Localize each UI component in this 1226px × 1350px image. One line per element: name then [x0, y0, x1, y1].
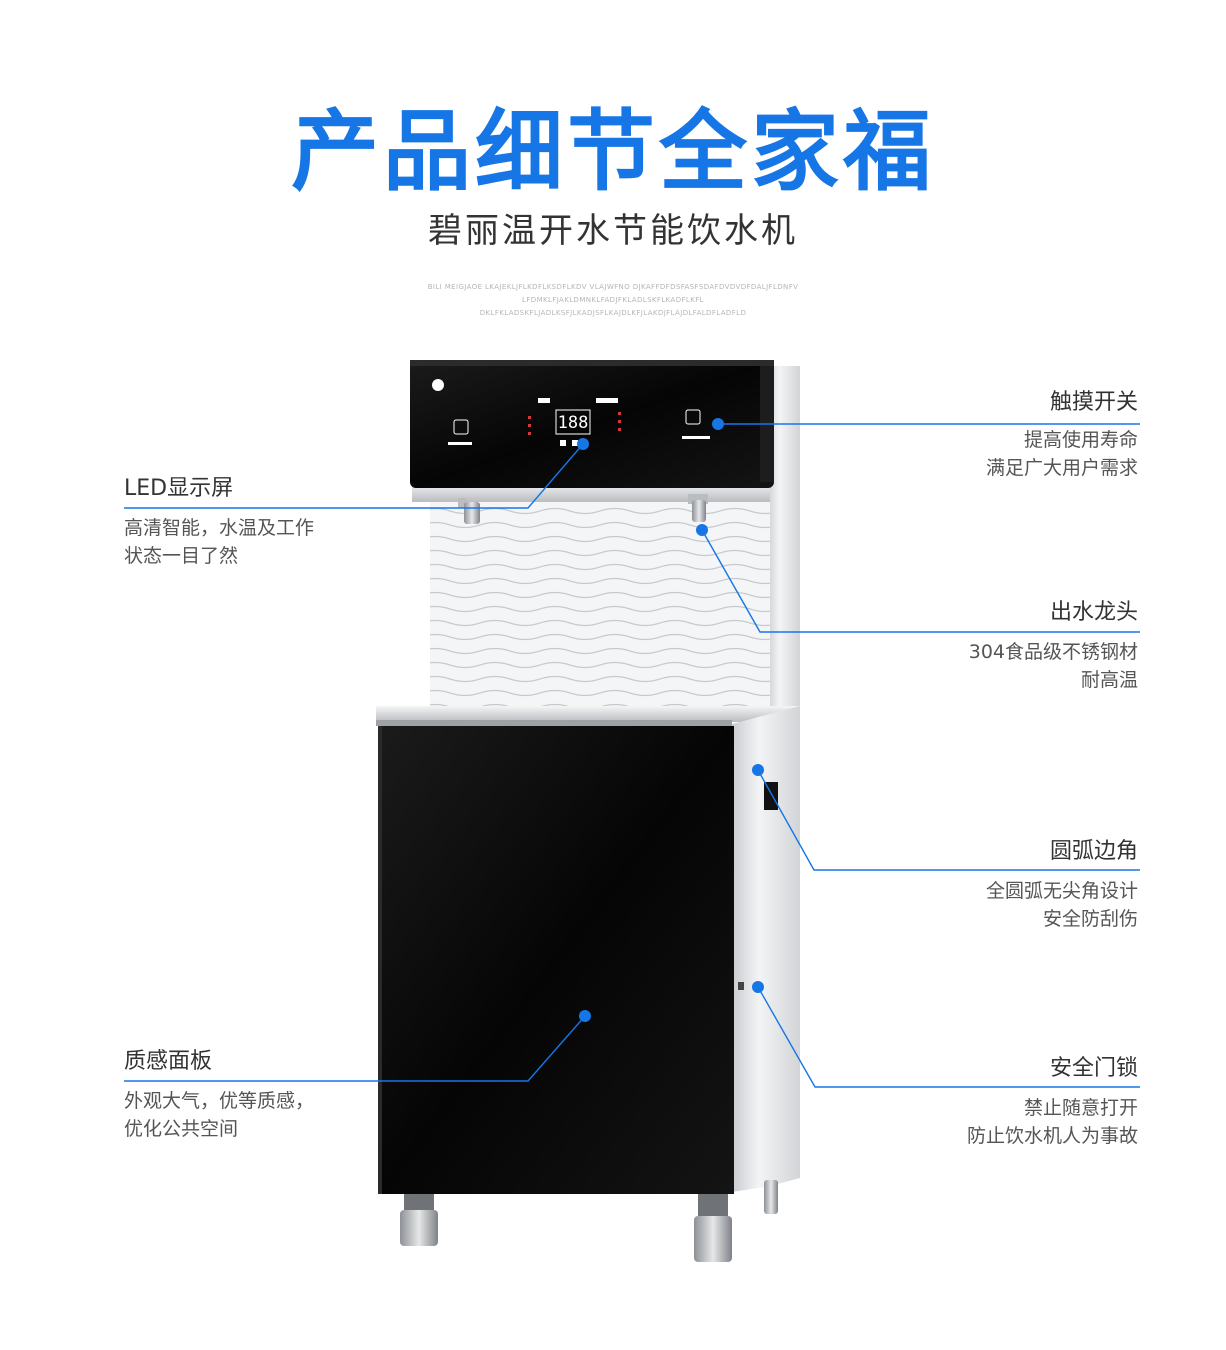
english-line-3: DKLFKLADSKFLJADLKSFJLKADJSFLKAJDLKFJLAKD… — [479, 309, 747, 317]
panel-title: 质感面板 — [124, 1049, 213, 1074]
feet — [400, 1180, 778, 1262]
page-subtitle: 碧丽温开水节能饮水机 — [428, 211, 798, 251]
marker-dot-door-lock — [752, 981, 764, 993]
led-display-desc: 高清智能，水温及工作 状态一目了然 — [124, 514, 314, 570]
panel-desc-line-1: 外观大气，优等质感， — [124, 1090, 315, 1112]
door-lock-desc-line-1: 禁止随意打开 — [1023, 1097, 1138, 1119]
lower-cabinet — [378, 706, 800, 1194]
control-display-panel: 188 — [410, 360, 774, 488]
faucet-desc-line-1: 304食品级不锈钢材 — [968, 641, 1138, 663]
panel-desc: 外观大气，优等质感， 优化公共空间 — [124, 1087, 314, 1143]
door-lock-icon — [738, 982, 744, 990]
door-lock-desc: 禁止随意打开 防止饮水机人为事故 — [967, 1094, 1138, 1150]
rounded-corner-desc-line-2: 安全防刮伤 — [1042, 908, 1138, 930]
upper-body — [412, 366, 800, 708]
touch-switch-desc-line-2: 满足广大用户需求 — [985, 457, 1138, 479]
touch-switch-desc: 提高使用寿命 满足广大用户需求 — [986, 426, 1138, 482]
rounded-corner-desc: 全圆弧无尖角设计 安全防刮伤 — [986, 877, 1138, 933]
callout-marker-dots — [577, 418, 764, 1022]
door-lock-desc-line-2: 防止饮水机人为事故 — [966, 1125, 1138, 1147]
led-display-desc-line-1: 高清智能，水温及工作 — [124, 517, 315, 539]
door-lock-title: 安全门锁 — [1049, 1056, 1138, 1081]
decorative-english-text: BILI MEIGJAOE LKAJEKLJFLKDFLKSDFLKDV VLA… — [363, 281, 863, 320]
faucet-desc: 304食品级不锈钢材 耐高温 — [969, 638, 1138, 694]
marker-dot-rounded-corner — [752, 764, 764, 776]
marker-dot-led-display — [577, 438, 589, 450]
touch-switch-desc-line-1: 提高使用寿命 — [1023, 429, 1138, 451]
faucet-desc-line-2: 耐高温 — [1080, 669, 1138, 691]
faucet-title: 出水龙头 — [1049, 600, 1138, 625]
marker-dot-touch-switch — [712, 418, 724, 430]
rounded-corner-desc-line-1: 全圆弧无尖角设计 — [985, 880, 1138, 902]
panel-desc-line-2: 优化公共空间 — [124, 1118, 239, 1140]
callout-connector-lines — [124, 423, 1140, 1088]
page-title: 产品细节全家福 — [290, 100, 935, 203]
brand-logo-icon — [432, 379, 444, 391]
touch-switch-title: 触摸开关 — [1049, 390, 1138, 415]
led-display-title: LED显示屏 — [124, 476, 234, 501]
counter-top — [376, 706, 800, 726]
left-touch-button-icon — [453, 419, 469, 435]
side-handle — [764, 782, 778, 810]
led-display-desc-line-2: 状态一目了然 — [124, 545, 239, 567]
rounded-corner-title: 圆弧边角 — [1049, 839, 1138, 864]
right-touch-button-icon — [685, 409, 701, 425]
english-line-2: LFDMKLFJAKLDMNKLFADJFKLADLSKFLKADFLKFL — [522, 296, 704, 304]
marker-dot-faucet — [696, 524, 708, 536]
marker-dot-panel — [579, 1010, 591, 1022]
temperature-digits: 188 — [558, 413, 589, 433]
english-line-1: BILI MEIGJAOE LKAJEKLJFLKDFLKSDFLKDV VLA… — [427, 283, 799, 291]
